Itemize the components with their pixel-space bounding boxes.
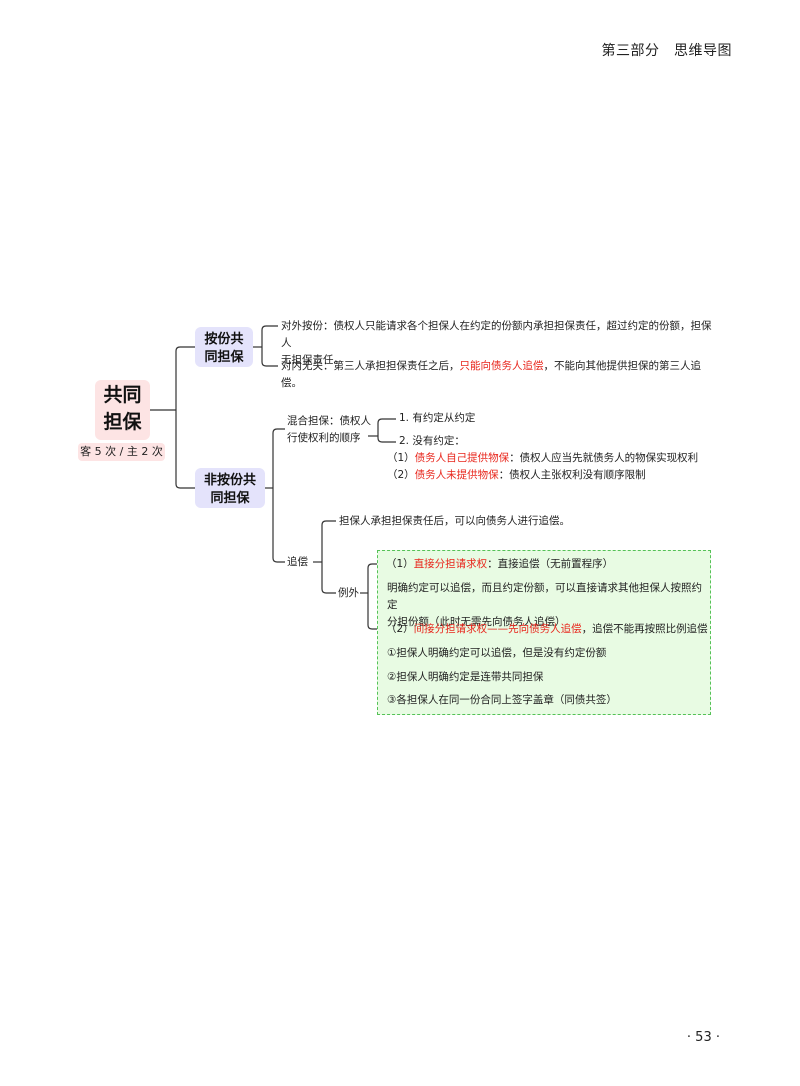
exception-direct-title: （1）直接分担请求权：直接追偿（无前置程序） — [386, 556, 706, 573]
not-agreed-title: 2. 没有约定： — [399, 435, 465, 447]
not-agreed-case1: （1）债务人自己提供物保：债权人应当先就债务人的物保实现权利 — [387, 450, 719, 467]
e1-suffix: ：直接追偿（无前置程序） — [487, 558, 614, 570]
e1-desc-line2: 分担份额（此时无需先向债务人追偿） — [387, 616, 566, 628]
exception-box: （1）直接分担请求权：直接追偿（无前置程序） 明确约定可以追偿，而且约定份额，可… — [377, 550, 711, 715]
internal-highlight: 只能向债务人追偿 — [459, 360, 544, 372]
exception-label: 例外 — [338, 587, 359, 599]
indirect-condition-2: ②担保人明确约定是连带共同担保 — [387, 671, 544, 683]
page-header-title: 第三部分 思维导图 — [601, 43, 732, 59]
e1-prefix: （1） — [386, 558, 414, 570]
root-node: 共同 担保 — [95, 380, 150, 440]
case2-suffix: ：债权人主张权利没有顺序限制 — [498, 469, 646, 481]
indirect-condition-1: ①担保人明确约定可以追偿，但是没有约定份额 — [387, 647, 607, 659]
recourse-main-text: 担保人承担担保责任后，可以向债务人进行追偿。 — [339, 515, 570, 527]
internal-prefix: 对内无关：第三人承担担保责任之后， — [281, 360, 460, 372]
case1-prefix: （1） — [387, 452, 415, 464]
e2-prefix: （2） — [386, 623, 414, 635]
external-proportional-text: 对外按份：债权人只能请求各个担保人在约定的份额内承担担保责任，超过约定的份额，担… — [281, 318, 721, 369]
mixed-guarantee-label: 混合担保：债权人 行使权利的顺序 — [287, 413, 371, 447]
indirect-condition-3: ③各担保人在同一份合同上签字盖章（同债共签） — [387, 694, 617, 706]
e2-suffix: ，追偿不能再按照比例追偿 — [581, 623, 708, 635]
page-number: · 53 · — [686, 1030, 720, 1045]
not-agreed-block: 2. 没有约定： （1）债务人自己提供物保：债权人应当先就债务人的物保实现权利 … — [387, 433, 719, 484]
root-label-line2: 担保 — [103, 411, 142, 433]
case1-highlight: 债务人自己提供物保 — [414, 452, 510, 464]
branch1-label-line2: 同担保 — [204, 350, 244, 365]
exception-indirect-title: （2）间接分担请求权——先向债务人追偿，追偿不能再按照比例追偿 — [386, 621, 708, 638]
branch-proportional-guarantee: 按份共 同担保 — [195, 327, 253, 367]
root-label-line1: 共同 — [103, 384, 142, 406]
exam-frequency-badge: 客 5 次 / 主 2 次 — [78, 443, 165, 461]
branch-non-proportional-guarantee: 非按份共 同担保 — [195, 468, 265, 508]
not-agreed-case2: （2）债务人未提供物保：债权人主张权利没有顺序限制 — [387, 467, 719, 484]
external-line1: 对外按份：债权人只能请求各个担保人在约定的份额内承担担保责任，超过约定的份额，担… — [281, 320, 712, 349]
agreed-order-text: 1. 有约定从约定 — [399, 412, 476, 424]
external-line2: 无担保责任。 — [281, 354, 344, 366]
mixed-label-line2: 行使权利的顺序 — [287, 432, 361, 444]
case2-prefix: （2） — [387, 469, 415, 481]
branch2-label-line2: 同担保 — [210, 491, 250, 506]
branch2-label-line1: 非按份共 — [203, 473, 256, 488]
recourse-label: 追偿 — [287, 556, 308, 568]
e2-highlight: 间接分担请求权——先向债务人追偿 — [413, 623, 582, 635]
case2-highlight: 债务人未提供物保 — [414, 469, 499, 481]
exception-direct-desc: 明确约定可以追偿，而且约定份额，可以直接请求其他担保人按照约定 分担份额（此时无… — [387, 580, 709, 631]
e1-desc-line1: 明确约定可以追偿，而且约定份额，可以直接请求其他担保人按照约定 — [387, 582, 702, 611]
mixed-label-line1: 混合担保：债权人 — [287, 415, 371, 427]
e1-highlight: 直接分担请求权 — [413, 558, 488, 570]
case1-suffix: ：债权人应当先就债务人的物保实现权利 — [509, 452, 699, 464]
internal-suffix: ，不能向其他提供担保的第三人追偿。 — [281, 360, 701, 389]
branch1-label-line1: 按份共 — [204, 332, 244, 347]
internal-unrelated-text: 对内无关：第三人承担担保责任之后，只能向债务人追偿，不能向其他提供担保的第三人追… — [281, 358, 721, 392]
